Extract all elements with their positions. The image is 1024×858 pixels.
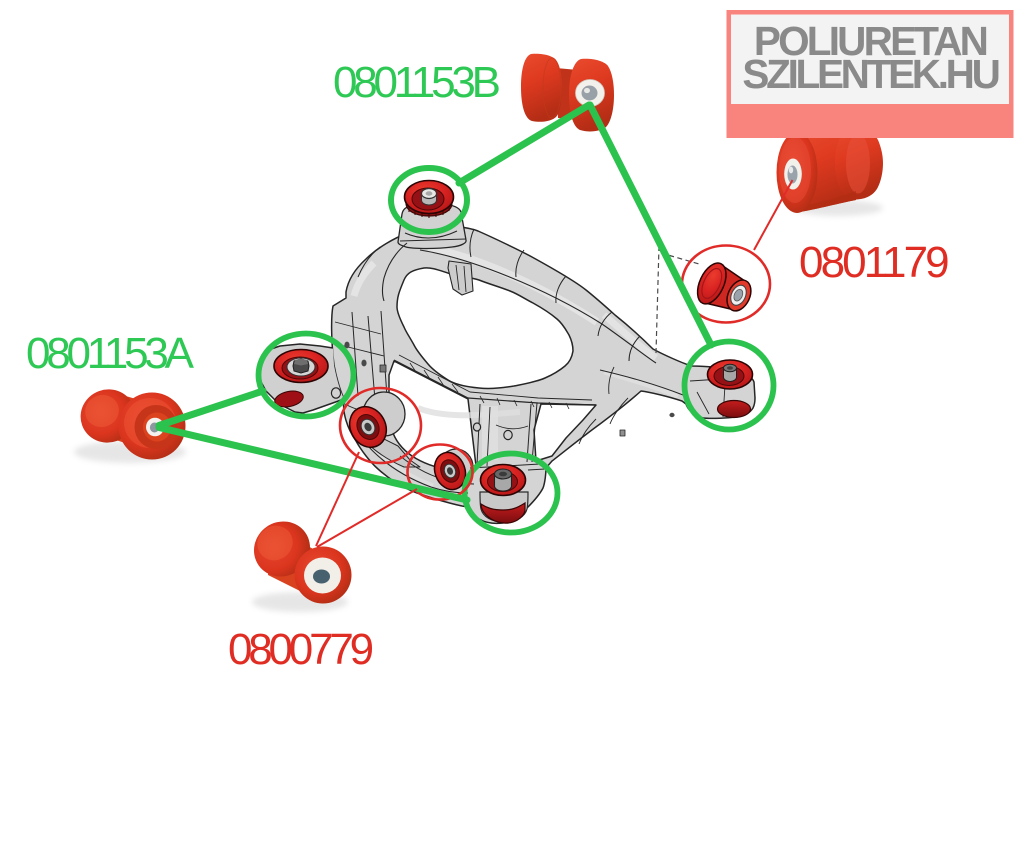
svg-text:POLIURETAN: POLIURETAN [754,18,987,64]
svg-text:0801153B: 0801153B [333,58,500,107]
svg-text:0801179: 0801179 [799,238,948,287]
svg-text:0800779: 0800779 [228,625,373,674]
svg-text:SZILENTEK.HU: SZILENTEK.HU [742,51,998,97]
svg-text:0801153A: 0801153A [26,329,195,378]
